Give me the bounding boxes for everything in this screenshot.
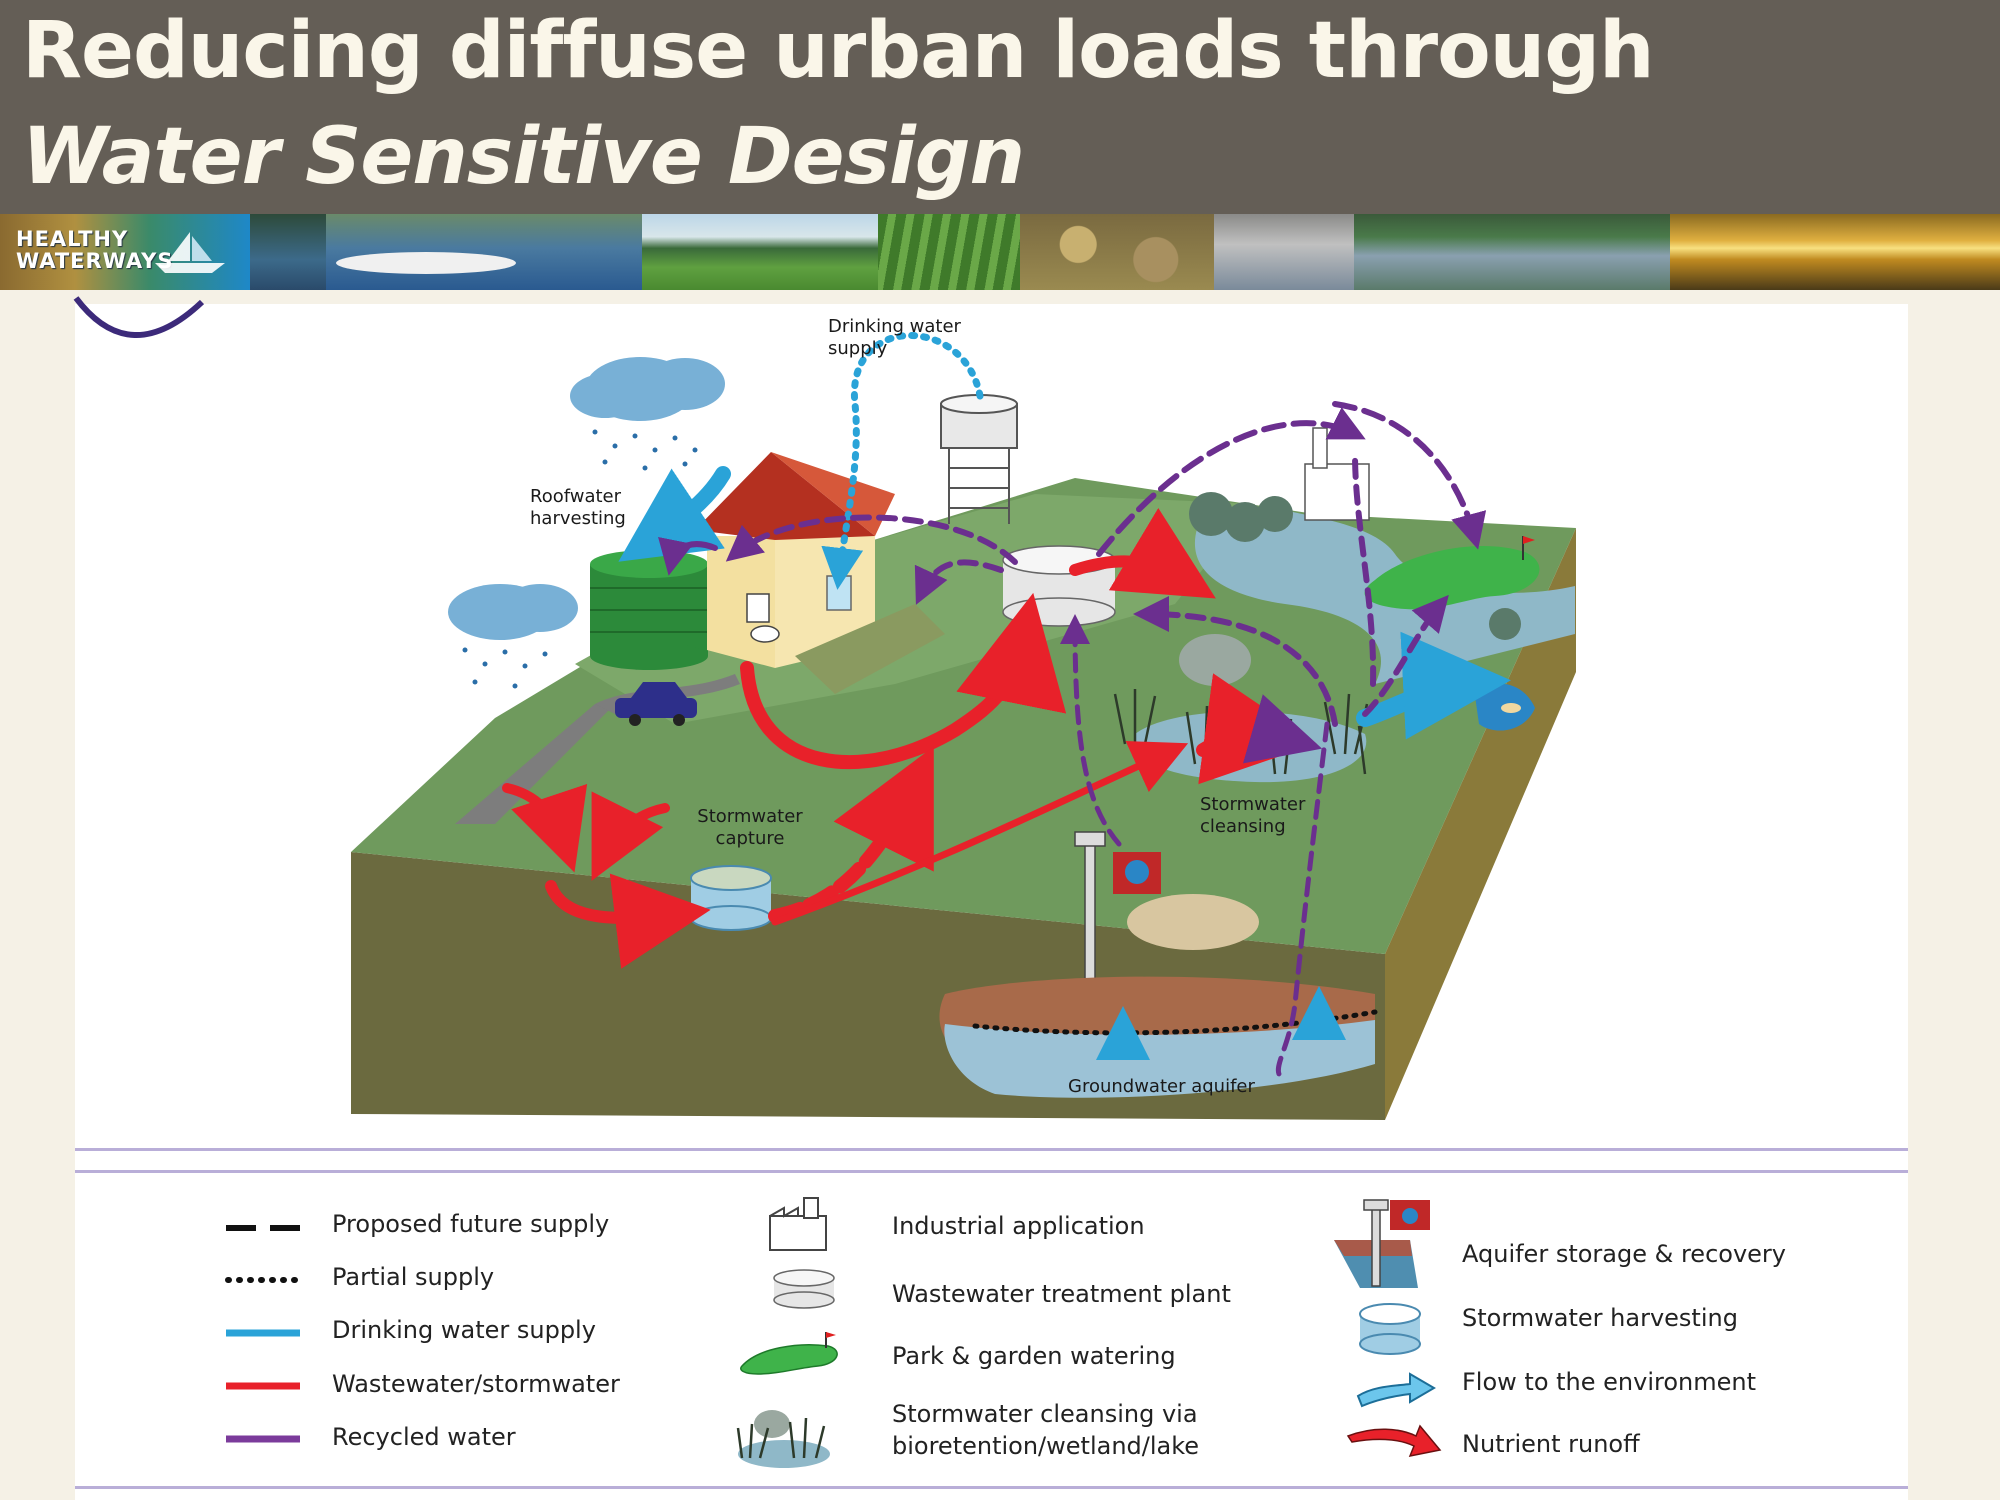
photo-boat [1214, 214, 1354, 290]
legend-partial-supply: Partial supply [332, 1263, 495, 1291]
block-right-face [1385, 528, 1576, 1120]
legend-aquifer-storage-recovery: Aquifer storage & recovery [1462, 1240, 1786, 1268]
boat-logo-icon [155, 232, 225, 273]
stormwater-capture-tank [690, 865, 772, 931]
legend-stormwater-cleansing-line2: bioretention/wetland/lake [892, 1432, 1200, 1460]
photo-stream [1354, 214, 1670, 290]
photo-sunset [1670, 214, 2000, 290]
factory-icon [769, 1197, 827, 1251]
logo-line2: WATERWAYS [16, 249, 174, 273]
treatment-tank-icon [773, 1269, 835, 1309]
toilet [750, 625, 780, 643]
aquifer-water [944, 1020, 1375, 1098]
logo-wordmark: HEALTHY WATERWAYS [16, 228, 173, 272]
logo-line1: HEALTHY [16, 227, 129, 251]
road [455, 704, 615, 824]
photo-water [250, 214, 326, 290]
label-roofwater-harvesting: Roofwater harvesting [530, 486, 626, 529]
golf-green-icon [740, 1332, 838, 1375]
red-arrow-icon [1346, 1424, 1442, 1458]
water-cycle-diagram [351, 332, 1576, 1120]
photo-hills [642, 214, 878, 290]
header-bar: Reducing diffuse urban loads through Wat… [0, 0, 2000, 214]
label-stormwater-capture: Stormwater capture [697, 806, 803, 849]
label-drinking-water-supply: Drinking water supply [828, 316, 961, 359]
garden-bed [795, 604, 945, 694]
photo-canoe [326, 214, 642, 290]
legend-flow-to-environment: Flow to the environment [1462, 1368, 1756, 1396]
aquifer-bore [1074, 831, 1161, 1045]
label-stormwater-cleansing: Stormwater cleansing [1200, 794, 1306, 837]
recycled-water-flows [658, 401, 1487, 1077]
legend-park-garden-watering: Park & garden watering [892, 1342, 1176, 1370]
legend-divider-bottom [75, 1486, 1908, 1489]
car [615, 682, 697, 726]
wetland-tree [1179, 634, 1251, 686]
rain-drops [462, 429, 698, 689]
legend-stormwater-cleansing-line1: Stormwater cleansing via [892, 1400, 1198, 1428]
logo-panel: HEALTHY WATERWAYS [0, 214, 250, 290]
water-tower [940, 394, 1018, 524]
water-glass [826, 575, 852, 611]
stormwater-tank-icon [1359, 1303, 1421, 1355]
legend-divider-top2 [75, 1170, 1908, 1173]
wetland-icon [736, 1410, 830, 1468]
legend-divider-top [75, 1148, 1908, 1151]
legend-drinking-water-supply: Drinking water supply [332, 1316, 596, 1344]
legend-proposed-future-supply: Proposed future supply [332, 1210, 610, 1238]
drinking-water-flows [618, 332, 1511, 1060]
decorative-arc [73, 296, 205, 338]
label-groundwater-aquifer: Groundwater aquifer [1068, 1076, 1255, 1097]
page-subtitle: Water Sensitive Design [22, 112, 1025, 202]
legend-wastewater-stormwater: Wastewater/stormwater [332, 1370, 620, 1398]
rainwater-tank [590, 550, 708, 670]
page-title: Reducing diffuse urban loads through [22, 6, 1655, 96]
photo-rocks [1020, 214, 1214, 290]
aquifer-bore-icon [1334, 1199, 1430, 1288]
factory [1304, 427, 1370, 521]
banner-photo-strip: HEALTHY WATERWAYS [0, 214, 2000, 290]
legend-stormwater-harvesting: Stormwater harvesting [1462, 1304, 1738, 1332]
legend-line-samples [225, 1225, 303, 1443]
blue-arrow-icon [1356, 1372, 1436, 1408]
photo-crops [878, 214, 1020, 290]
legend-nutrient-runoff: Nutrient runoff [1462, 1430, 1640, 1458]
legend-recycled-water: Recycled water [332, 1423, 516, 1451]
sand-lens [1127, 894, 1259, 950]
canoe-shape [336, 252, 516, 274]
legend-industrial-application: Industrial application [892, 1212, 1145, 1240]
park-green [1364, 536, 1540, 610]
legend-wastewater-treatment-plant: Wastewater treatment plant [892, 1280, 1231, 1308]
